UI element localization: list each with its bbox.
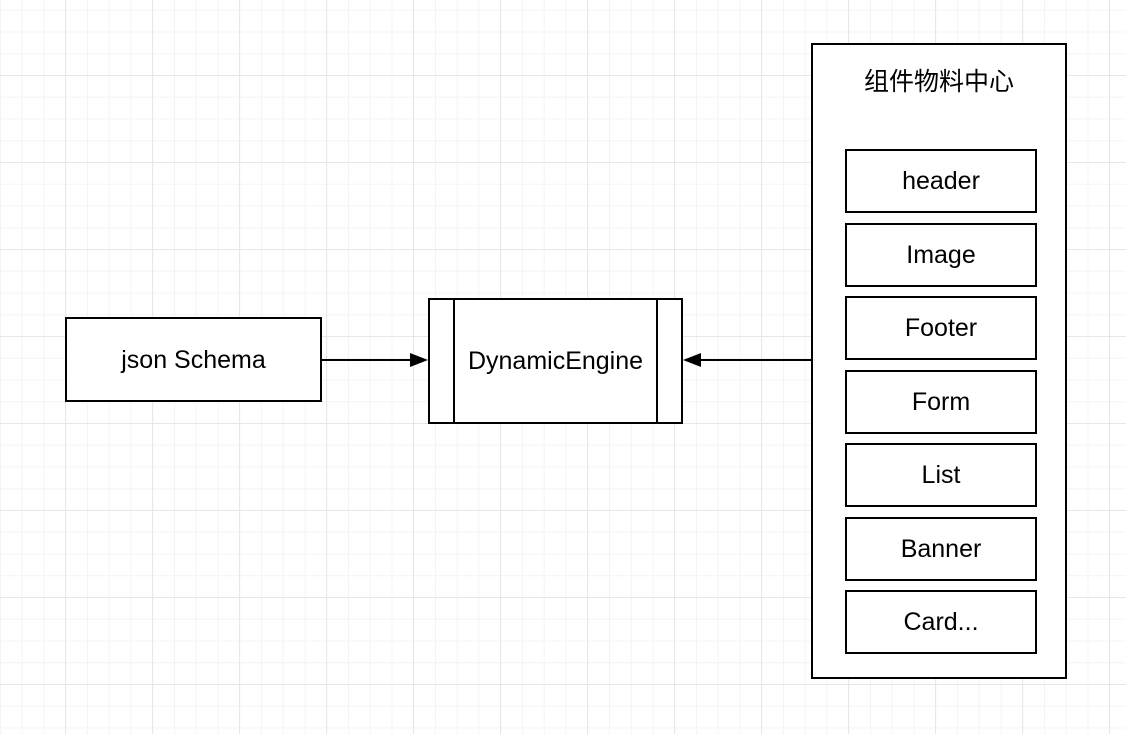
arrowhead-left-icon xyxy=(683,353,701,367)
node-json-schema-label: json Schema xyxy=(121,345,266,374)
component-item-header[interactable]: header xyxy=(845,149,1037,213)
component-item-card[interactable]: Card... xyxy=(845,590,1037,654)
process-inset-line-left xyxy=(453,300,455,422)
arrowhead-right-icon xyxy=(410,353,428,367)
process-inset-line-right xyxy=(656,300,658,422)
component-item-footer[interactable]: Footer xyxy=(845,296,1037,360)
component-item-banner[interactable]: Banner xyxy=(845,516,1037,581)
edge-json-schema-to-dynamic-engine[interactable] xyxy=(322,353,428,367)
node-dynamic-engine-label: DynamicEngine xyxy=(467,347,644,375)
component-item-form[interactable]: Form xyxy=(845,369,1037,434)
node-json-schema[interactable]: json Schema xyxy=(65,317,322,402)
node-component-center[interactable]: 组件物料中心 header Image Footer Form List Ban… xyxy=(811,43,1067,679)
component-item-list: header Image Footer Form List Banner Car… xyxy=(845,149,1037,654)
node-dynamic-engine[interactable]: DynamicEngine xyxy=(428,298,683,424)
edge-component-center-to-dynamic-engine[interactable] xyxy=(683,353,811,367)
component-item-image[interactable]: Image xyxy=(845,222,1037,287)
component-center-title: 组件物料中心 xyxy=(863,68,1014,96)
component-item-list-box[interactable]: List xyxy=(845,443,1037,507)
